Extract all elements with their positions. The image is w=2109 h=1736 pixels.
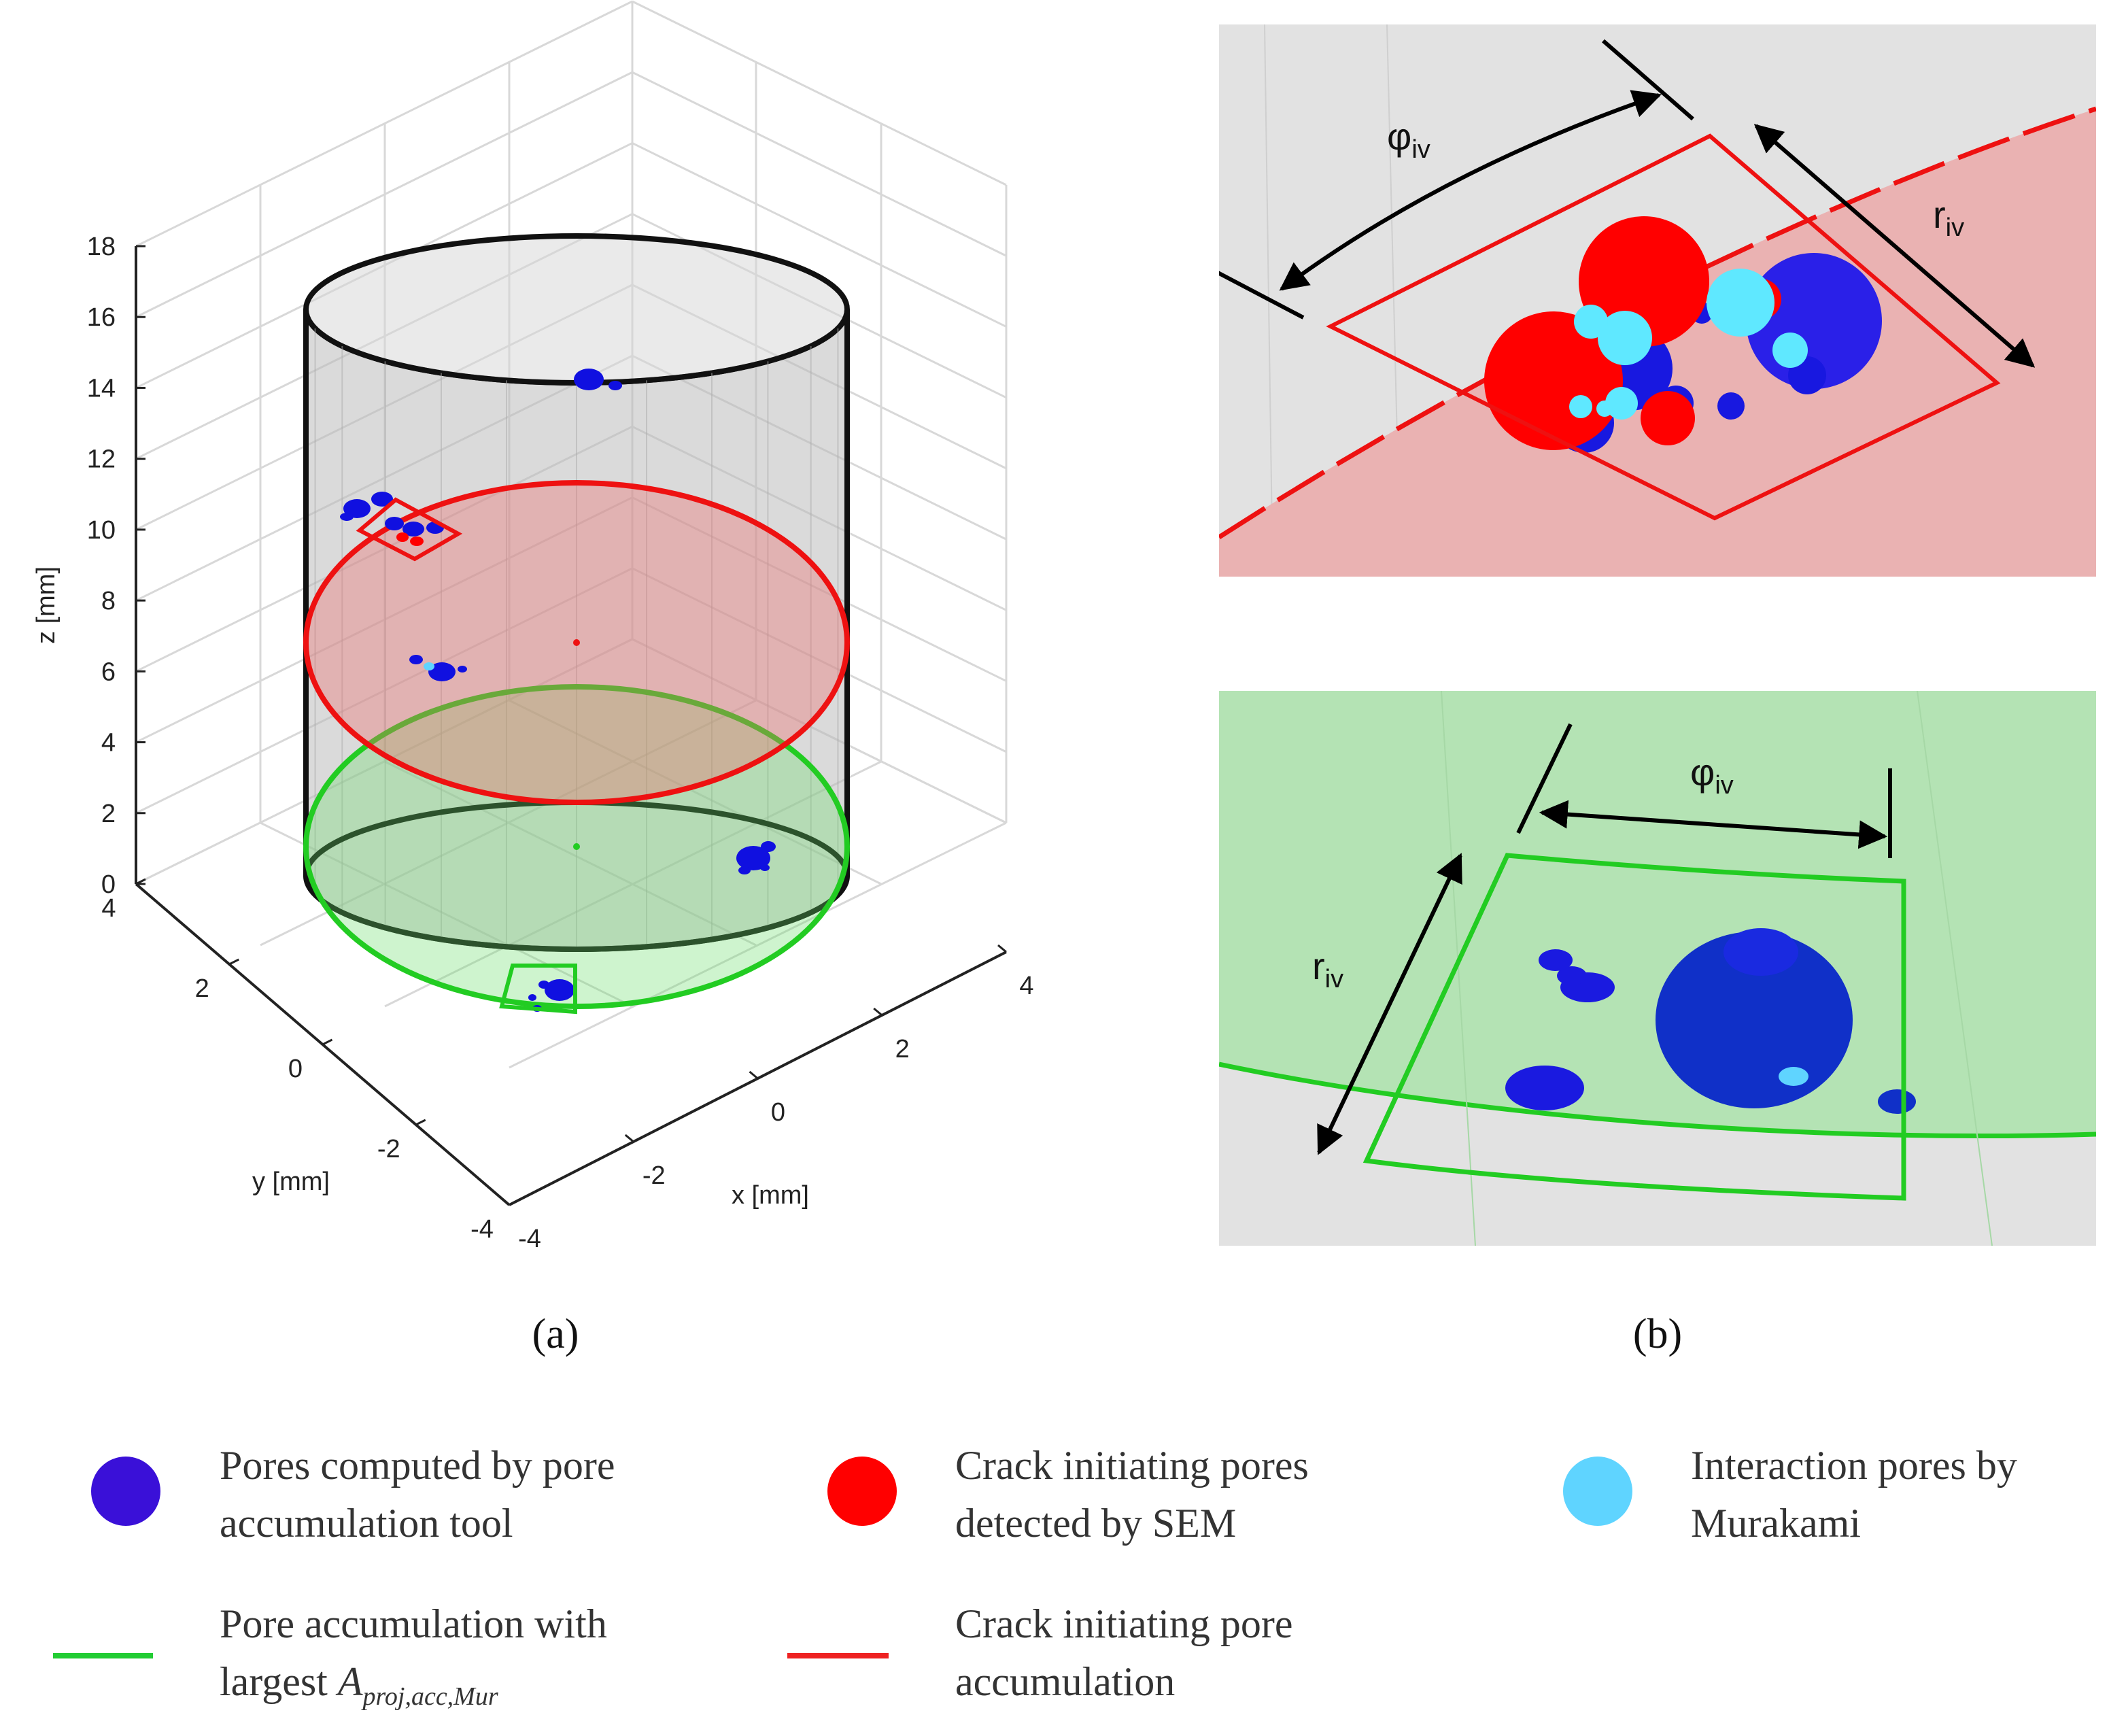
legend-interaction-pores-marker bbox=[1563, 1457, 1632, 1526]
y-tick-0: 0 bbox=[288, 1055, 303, 1083]
y-tick-2: 2 bbox=[195, 974, 209, 1003]
panel-b-top bbox=[1219, 24, 2096, 577]
r-arrow-bottom bbox=[1317, 853, 1462, 1155]
legend-pores-computed-marker bbox=[91, 1457, 160, 1526]
x-tick-4: 4 bbox=[1019, 972, 1033, 1000]
z-tick-18: 18 bbox=[87, 233, 116, 261]
caption-a: (a) bbox=[532, 1311, 579, 1357]
x-axis-label: x [mm] bbox=[732, 1181, 809, 1210]
caption-b: (b) bbox=[1633, 1311, 1682, 1357]
z-tick-8: 8 bbox=[101, 587, 116, 615]
pore-clusters bbox=[340, 369, 776, 1012]
z-tick-16: 16 bbox=[87, 303, 116, 332]
green-accumulation-box-b bbox=[1362, 853, 1906, 1201]
z-tick-12: 12 bbox=[87, 445, 116, 474]
red-accumulation-box-a bbox=[356, 497, 463, 562]
x-tick--4: -4 bbox=[518, 1225, 541, 1253]
x-tick--2: -2 bbox=[642, 1161, 666, 1190]
pores-bottom bbox=[1505, 928, 1916, 1114]
phi-label-bottom: φiv bbox=[1690, 751, 1734, 800]
cylinder-top-ellipse bbox=[303, 233, 850, 386]
y-tick-4: 4 bbox=[101, 894, 116, 923]
x-tick-0: 0 bbox=[771, 1098, 785, 1127]
phi-arrow-top bbox=[1279, 90, 1662, 291]
panel-b-bottom bbox=[1219, 691, 2096, 1246]
z-tick-14: 14 bbox=[87, 374, 116, 403]
r-label-bottom: riv bbox=[1312, 944, 1343, 993]
cylinder bbox=[303, 233, 850, 1009]
axis-ticks: 0 2 4 6 8 10 12 14 16 18 4 2 0 -2 -4 -4 -2 0 2 4 bbox=[87, 233, 1034, 1253]
r-label-top: riv bbox=[1933, 193, 1964, 242]
panel-a-plot: 0 2 4 6 8 10 12 14 16 18 4 2 0 -2 -4 -4 -2 0 2 4 z [mm] y [… bbox=[32, 0, 1034, 1253]
z-tick-6: 6 bbox=[101, 658, 116, 686]
phi-arrow-bottom bbox=[1539, 800, 1888, 849]
y-tick--4: -4 bbox=[470, 1215, 494, 1244]
x-tick-2: 2 bbox=[895, 1035, 910, 1063]
z-tick-4: 4 bbox=[101, 729, 116, 758]
z-tick-0: 0 bbox=[101, 870, 116, 899]
green-accumulation-box-a bbox=[499, 964, 577, 1015]
y-axis-label: y [mm] bbox=[252, 1168, 330, 1196]
legend-crack-pores-marker bbox=[827, 1457, 897, 1526]
z-tick-2: 2 bbox=[101, 800, 116, 828]
y-tick--2: -2 bbox=[377, 1135, 400, 1163]
r-arrow-top bbox=[1753, 124, 2036, 368]
phi-label-top: φiv bbox=[1387, 115, 1430, 164]
z-axis-label: z [mm] bbox=[32, 566, 61, 644]
z-tick-10: 10 bbox=[87, 516, 116, 545]
